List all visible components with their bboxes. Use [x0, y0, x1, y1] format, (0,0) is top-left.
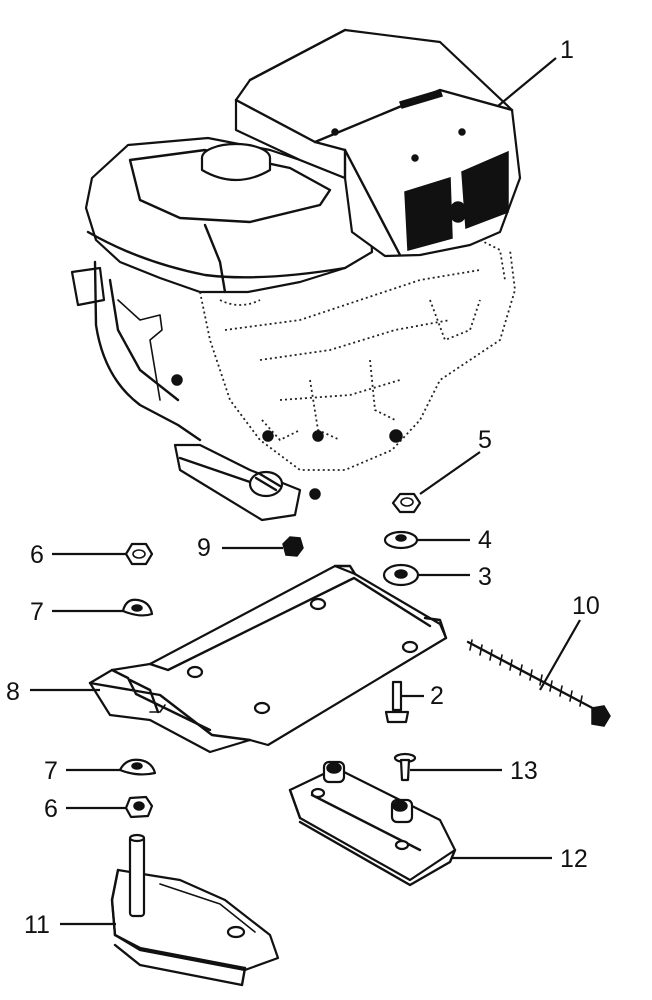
callout-4: 4 [478, 526, 492, 554]
callout-11: 11 [24, 911, 50, 939]
callout-1: 1 [560, 36, 574, 64]
part-6-nut-upper [124, 542, 154, 566]
part-7-washer-lower [118, 758, 157, 776]
part-10-threaded-rod [466, 639, 611, 727]
callout-numbers: 1 5 4 3 6 7 9 8 2 10 7 6 13 12 11 [6, 36, 600, 939]
part-13-screw [393, 752, 417, 782]
part-9-nut [282, 536, 304, 557]
part-6-nut-lower [124, 795, 154, 819]
part-5-nut [391, 492, 422, 514]
callout-6-lower: 6 [44, 795, 58, 823]
callout-9: 9 [197, 534, 211, 562]
part-11-mounting-bracket [110, 833, 280, 987]
callout-6-upper: 6 [30, 541, 44, 569]
part-7-washer-upper [121, 598, 154, 617]
part-8-base-plate [88, 564, 448, 754]
callout-12: 12 [560, 845, 588, 873]
callout-8: 8 [6, 678, 20, 706]
callout-7-lower: 7 [44, 757, 58, 785]
callout-10: 10 [572, 592, 600, 620]
callout-7-upper: 7 [30, 598, 44, 626]
leader-lines [30, 57, 581, 926]
callout-2: 2 [430, 682, 444, 710]
part-12-bracket [288, 760, 457, 887]
part-3-flat-washer [382, 563, 420, 587]
part-4-lock-washer [383, 530, 419, 550]
part-2-bolt [384, 680, 410, 724]
callout-5: 5 [478, 426, 492, 454]
callout-3: 3 [478, 563, 492, 591]
callout-13: 13 [510, 757, 538, 785]
engine [70, 28, 522, 522]
